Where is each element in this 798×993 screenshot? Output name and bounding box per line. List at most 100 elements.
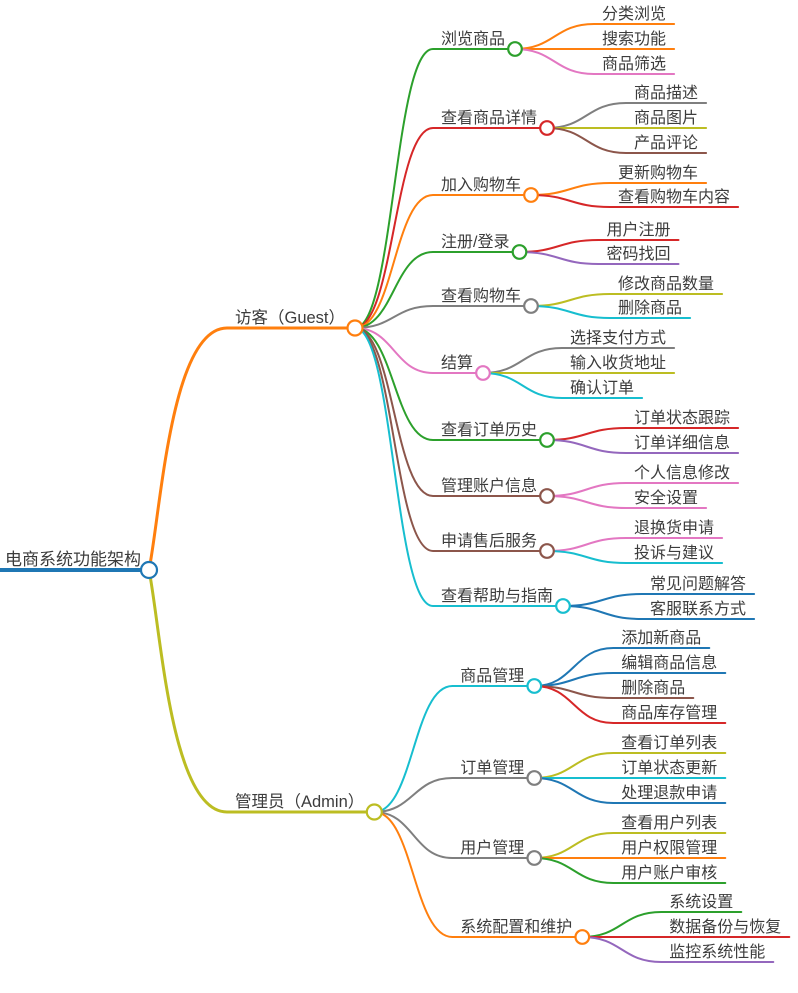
branch-link-curve: [354, 194, 532, 329]
subtopic-label: 用户管理: [460, 839, 524, 857]
leaf-topic-label: 客服联系方式: [650, 600, 746, 618]
branch-link-curve: [354, 327, 548, 441]
branch-link-curve: [373, 811, 584, 938]
leaf-topic-label: 处理退款申请: [621, 784, 717, 802]
branch-link-curve: [354, 48, 516, 329]
branch-link-curve: [373, 811, 536, 859]
node-toggle-circle[interactable]: [139, 560, 159, 580]
node-toggle-circle[interactable]: [526, 850, 543, 866]
leaf-topic-label: 常见问题解答: [650, 575, 746, 593]
branch-link-curve: [533, 647, 711, 687]
leaf-topic-label: 监控系统性能: [669, 943, 765, 961]
branch-link-curve: [354, 327, 484, 374]
branch-link-curve: [354, 327, 548, 552]
branch-link-curve: [546, 439, 740, 454]
leaf-topic-label: 退换货申请: [634, 519, 714, 537]
leaf-topic-label: 商品图片: [634, 109, 698, 127]
branch-link-curve: [514, 23, 676, 50]
subtopic-label: 浏览商品: [441, 30, 505, 48]
leaf-topic-label: 搜索功能: [602, 30, 666, 48]
node-toggle-circle[interactable]: [365, 803, 383, 821]
branch-link-curve: [530, 194, 740, 208]
leaf-topic-label: 投诉与建议: [634, 544, 714, 562]
branch-link-curve: [530, 305, 692, 319]
node-toggle-circle[interactable]: [526, 678, 543, 694]
branch-link-curve: [533, 685, 727, 724]
links-layer: [0, 23, 791, 963]
subtopic-label: 商品管理: [460, 667, 524, 685]
leaf-topic-label: 密码找回: [607, 245, 671, 263]
node-toggle-circle[interactable]: [346, 319, 364, 337]
branch-link-curve: [518, 251, 680, 265]
branch-link-curve: [354, 327, 564, 607]
branch-link-curve: [546, 127, 708, 154]
subtopic-label: 查看购物车: [441, 287, 521, 305]
leaf-topic-label: 订单状态更新: [621, 759, 717, 777]
leaf-topic-label: 产品评论: [634, 134, 698, 152]
subtopic-label: 查看帮助与指南: [441, 587, 553, 605]
leaf-topic-label: 个人信息修改: [634, 464, 730, 482]
node-toggle-circle[interactable]: [475, 365, 491, 381]
leaf-topic-label: 订单状态跟踪: [634, 409, 730, 427]
leaf-topic-label: 查看订单列表: [621, 734, 717, 752]
leaf-topic-label: 编辑商品信息: [621, 654, 717, 672]
branch-link-curve: [354, 327, 548, 497]
circles-layer: [139, 41, 591, 945]
leaf-topic-label: 输入收货地址: [570, 354, 666, 372]
subtopic-label: 申请售后服务: [441, 532, 537, 550]
subtopic-label: 管理账户信息: [441, 477, 537, 495]
branch-link-curve: [482, 347, 676, 374]
branch-link-curve: [581, 936, 775, 963]
node-toggle-circle[interactable]: [574, 929, 591, 945]
leaf-topic-label: 用户注册: [607, 221, 671, 239]
leaf-topic-label: 删除商品: [621, 679, 685, 697]
branch-link-curve: [482, 372, 644, 399]
leaf-topic-label: 商品库存管理: [621, 704, 717, 722]
leaf-topic-label: 查看购物车内容: [618, 188, 730, 206]
branch-link-curve: [533, 832, 727, 859]
branch-link-curve: [546, 550, 724, 564]
node-toggle-circle[interactable]: [539, 432, 555, 448]
node-toggle-circle[interactable]: [523, 298, 539, 314]
leaf-topic-label: 用户权限管理: [621, 839, 717, 857]
branch-link-curve: [147, 568, 376, 814]
leaf-topic-label: 查看用户列表: [621, 814, 717, 832]
leaf-topic-label: 更新购物车: [618, 164, 698, 182]
leaf-topic-label: 确认订单: [570, 379, 634, 397]
node-toggle-circle[interactable]: [511, 244, 528, 260]
branch-link-curve: [354, 251, 521, 329]
leaf-topic-label: 选择支付方式: [570, 329, 666, 347]
node-toggle-circle[interactable]: [539, 120, 555, 136]
node-toggle-circle[interactable]: [539, 488, 555, 504]
leaf-topic-label: 数据备份与恢复: [669, 918, 781, 936]
leaf-topic-label: 删除商品: [618, 299, 682, 317]
root-topic-label: 电商系统功能架构: [5, 550, 141, 569]
leaf-topic-label: 系统设置: [669, 893, 733, 911]
branch-link-curve: [354, 305, 532, 329]
branch-link-curve: [562, 605, 756, 620]
branch-link-curve: [546, 102, 708, 129]
leaf-topic-label: 商品描述: [634, 84, 698, 102]
branch-link-curve: [514, 48, 676, 75]
node-toggle-circle[interactable]: [507, 41, 523, 57]
leaf-topic-label: 修改商品数量: [618, 275, 714, 293]
branch-link-curve: [373, 777, 536, 813]
branch-link-curve: [147, 326, 357, 572]
node-toggle-circle[interactable]: [526, 770, 543, 786]
subtopic-label: 查看商品详情: [441, 109, 537, 127]
branch-link-curve: [581, 911, 743, 938]
labels-layer: 电商系统功能架构访客（Guest）浏览商品分类浏览搜索功能商品筛选查看商品详情商…: [5, 5, 781, 961]
branch-topic-label: 访客（Guest）: [235, 308, 345, 327]
subtopic-label: 查看订单历史: [441, 421, 537, 439]
leaf-topic-label: 用户账户审核: [621, 864, 717, 882]
node-toggle-circle[interactable]: [523, 187, 539, 203]
leaf-topic-label: 订单详细信息: [634, 434, 730, 452]
leaf-topic-label: 安全设置: [634, 489, 698, 507]
subtopic-label: 加入购物车: [441, 176, 521, 194]
branch-topic-label: 管理员（Admin）: [235, 792, 364, 811]
node-toggle-circle[interactable]: [539, 543, 555, 559]
node-toggle-circle[interactable]: [555, 598, 571, 614]
subtopic-label: 注册/登录: [441, 233, 509, 251]
